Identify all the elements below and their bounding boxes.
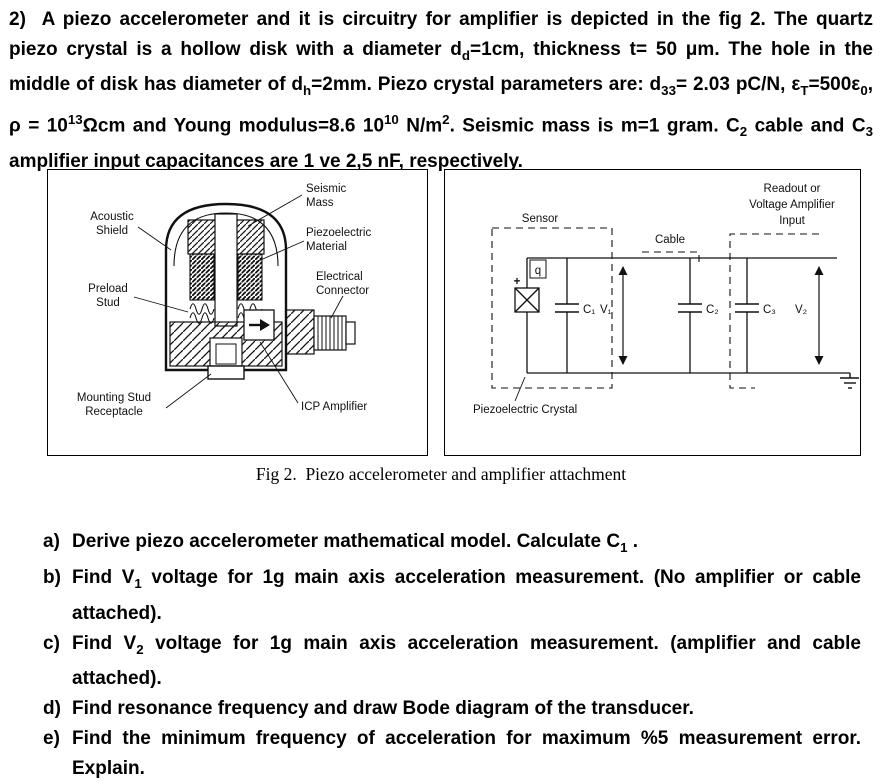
- figure-circuit-panel: Sensor Cable Readout or Voltage Amplifie…: [444, 169, 861, 456]
- label-preload-stud: Stud: [96, 297, 120, 309]
- icp-amplifier-shape: [243, 309, 275, 341]
- question-text: Find the minimum frequency of accelerati…: [72, 728, 861, 780]
- label-icp-amplifier: ICP Amplifier: [301, 401, 367, 413]
- question-text: Find V1 voltage for 1g main axis acceler…: [72, 566, 861, 624]
- label-seismic-mass: Mass: [306, 197, 334, 209]
- voltage-arrows: [618, 266, 824, 365]
- preload-stud-shape: [214, 213, 238, 327]
- figure-labels: Acoustic Shield Preload Stud Mounting St…: [77, 183, 372, 418]
- circuit-labels: Sensor Cable Readout or Voltage Amplifie…: [473, 183, 835, 416]
- label-plus: +: [514, 276, 521, 288]
- label-readout: Voltage Amplifier: [749, 199, 835, 211]
- question-item-c: c) Find V2 voltage for 1g main axis acce…: [43, 629, 861, 695]
- label-c3: C₃: [763, 304, 776, 316]
- figure-caption: Fig 2. Piezo accelerometer and amplifier…: [255, 464, 627, 484]
- leader-lines: [133, 194, 344, 409]
- piezo-crystal-symbol: [514, 287, 540, 313]
- label-v2: V₂: [795, 304, 807, 316]
- label-acoustic-shield: Shield: [96, 225, 128, 237]
- label-readout: Readout or: [764, 183, 821, 195]
- label-acoustic-shield: Acoustic: [90, 211, 134, 223]
- question-text: Find V2 voltage for 1g main axis acceler…: [72, 632, 861, 690]
- cable-boundary: [642, 251, 700, 267]
- piezo-columns: [189, 253, 263, 301]
- capacitor-c3: [735, 303, 759, 313]
- question-text: Derive piezo accelerometer mathematical …: [72, 531, 639, 555]
- question-item-d: d) Find resonance frequency and draw Bod…: [43, 694, 861, 724]
- figure-row: Acoustic Shield Preload Stud Mounting St…: [47, 169, 861, 456]
- capacitor-c1: [555, 303, 579, 313]
- question-letter: a): [43, 531, 60, 552]
- label-c1: C₁: [583, 304, 595, 316]
- sensor-boundary: [491, 227, 613, 389]
- label-readout: Input: [779, 215, 805, 227]
- label-mounting-stud-receptacle: Receptacle: [85, 406, 143, 418]
- accelerometer-diagram: Acoustic Shield Preload Stud Mounting St…: [77, 183, 372, 418]
- question-item-b: b) Find V1 voltage for 1g main axis acce…: [43, 563, 861, 629]
- label-electrical-connector: Connector: [316, 285, 369, 297]
- ground-symbol: [840, 373, 859, 389]
- label-preload-stud: Preload: [88, 283, 128, 295]
- figure-accelerometer-panel: Acoustic Shield Preload Stud Mounting St…: [47, 169, 428, 456]
- question-letter: b): [43, 566, 61, 588]
- question-list: a) Derive piezo accelerometer mathematic…: [43, 527, 861, 784]
- question-letter: c): [43, 632, 60, 654]
- label-sensor: Sensor: [522, 213, 559, 225]
- label-v1: V₁: [600, 304, 612, 316]
- label-charge-q: q: [535, 265, 541, 277]
- question-letter: d): [43, 698, 61, 720]
- dashed-boundaries: [491, 227, 819, 389]
- question-item-a: a) Derive piezo accelerometer mathematic…: [43, 527, 861, 563]
- label-seismic-mass: Seismic: [306, 183, 347, 195]
- label-mounting-stud-receptacle: Mounting Stud: [77, 392, 151, 404]
- question-letter: e): [43, 728, 60, 750]
- label-cable: Cable: [655, 234, 685, 246]
- readout-boundary: [729, 233, 819, 389]
- circuit-wires: [526, 257, 850, 374]
- circuit-diagram: Sensor Cable Readout or Voltage Amplifie…: [473, 183, 859, 416]
- problem-statement: 2) A piezo accelerometer and it is circu…: [9, 9, 873, 172]
- label-piezoelectric-material: Piezoelectric: [306, 227, 371, 239]
- mounting-stud-receptacle-shape: [207, 337, 245, 380]
- capacitor-c2: [678, 303, 702, 313]
- label-piezoelectric-material: Material: [306, 241, 347, 253]
- label-electrical-connector: Electrical: [316, 271, 363, 283]
- label-piezoelectric-crystal: Piezoelectric Crystal: [473, 404, 577, 416]
- question-text: Find resonance frequency and draw Bode d…: [72, 698, 694, 720]
- electrical-connector-shape: [285, 309, 356, 355]
- label-c2: C₂: [706, 304, 719, 316]
- question-item-e: e) Find the minimum frequency of acceler…: [43, 724, 861, 784]
- crystal-leader-line: [514, 376, 526, 402]
- charge-source-box: [529, 259, 547, 279]
